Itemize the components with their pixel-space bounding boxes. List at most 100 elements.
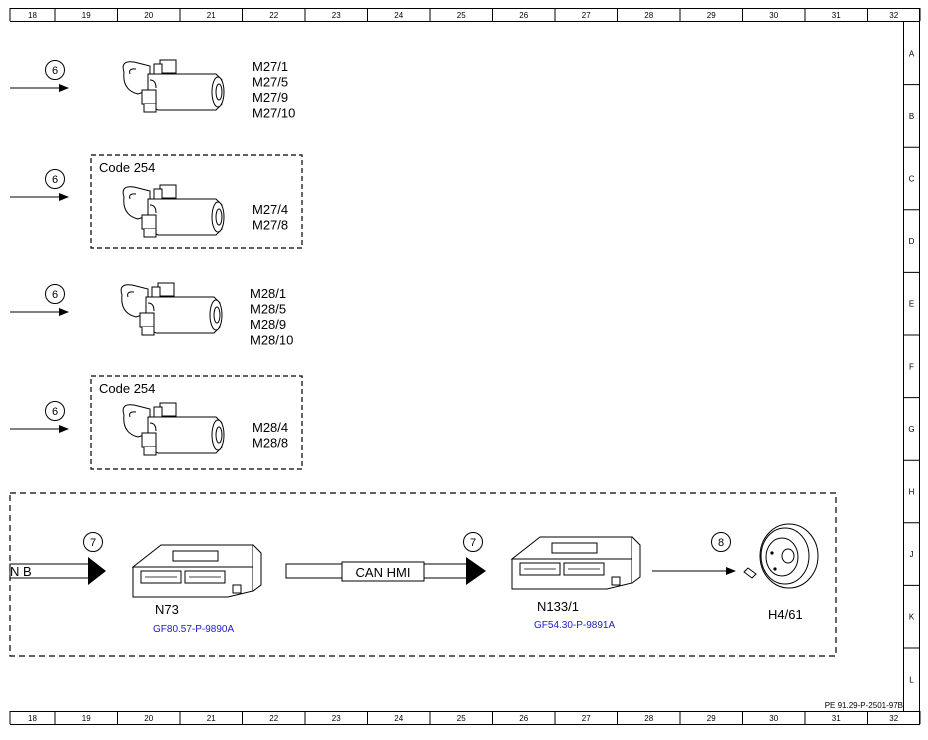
module-n133-1-ref-link[interactable]: GF54.30-P-9891A [534,620,615,631]
column-number-bottom: 27 [582,714,591,723]
control-unit-icon [131,544,262,598]
callout-number: 6 [52,65,58,77]
callout-left-bus: 7 [83,532,103,552]
ruler-ticks [9,8,921,724]
column-number-top: 28 [644,11,653,20]
callout-number: 6 [52,174,58,186]
row-letter: G [908,425,914,434]
column-number-top: 22 [269,11,278,20]
component-label: M27/4 [252,202,288,217]
component-label: M28/8 [252,436,288,451]
module-n73-ref-link[interactable]: GF80.57-P-9890A [153,624,234,635]
callout-number: 6 [52,406,58,418]
bottom-ruler [10,711,920,725]
top-ruler [10,8,920,22]
motor-icon [122,59,225,113]
can-hmi-bus: CAN HMI [285,557,486,585]
motor-icon [120,282,223,336]
component-label: M27/8 [252,218,288,233]
component-label: M27/10 [252,106,295,121]
right-ruler [903,8,920,725]
row-letter: F [909,362,914,371]
column-number-top: 19 [82,11,91,20]
can-section-box [9,492,837,657]
row-letter: L [909,675,914,684]
motor-icon [122,402,225,456]
callout: 6 [45,169,65,189]
module-n133-1-name: N133/1 [537,599,579,614]
row-letter: J [910,550,914,559]
column-number-bottom: 30 [769,714,778,723]
control-unit-icon [510,536,641,590]
column-number-top: 31 [832,11,841,20]
row-letter: A [909,49,915,58]
column-number-top: 32 [889,11,898,20]
column-number-bottom: 19 [82,714,91,723]
column-number-bottom: 23 [332,714,341,723]
column-number-bottom: 21 [207,714,216,723]
column-number-bottom: 26 [519,714,528,723]
column-number-bottom: 29 [707,714,716,723]
option-code-label: Code 254 [99,381,155,396]
column-number-bottom: 18 [28,714,37,723]
row-letter: K [909,613,915,622]
callout-number: 6 [52,289,58,301]
row-letter: D [909,237,915,246]
column-number-bottom: 22 [269,714,278,723]
column-number-bottom: 31 [832,714,841,723]
speaker-icon [743,523,819,589]
row-letter: E [909,300,914,309]
speaker-h4-61: H4/61 [743,523,819,622]
callout: 6 [45,284,65,304]
callout-number: 7 [90,537,96,549]
column-number-bottom: 24 [394,714,403,723]
callout-number: 8 [718,537,724,549]
column-number-top: 24 [394,11,403,20]
component-label: M28/1 [250,286,286,301]
row-letter: C [909,175,915,184]
row-letter: H [909,488,915,497]
column-number-top: 26 [519,11,528,20]
column-number-top: 25 [457,11,466,20]
can-section: N B 7 N73 GF80.57-P-9890A [9,492,837,657]
module-n73: N73 GF80.57-P-9890A [131,544,262,635]
column-number-bottom: 32 [889,714,898,723]
component-label: M28/9 [250,317,286,332]
callout: 6 [45,401,65,421]
can-hmi-label: CAN HMI [356,565,411,580]
speaker-name: H4/61 [768,607,803,622]
callout-speaker: 8 [711,532,731,552]
document-code: PE 91.29-P-2501-97B [825,701,903,710]
module-n133-1: N133/1 GF54.30-P-9891A [510,536,641,631]
column-number-bottom: 25 [457,714,466,723]
left-bus: N B [9,557,106,585]
callout: 6 [45,60,65,80]
option-code-box [90,375,303,470]
component-label: M28/5 [250,302,286,317]
component-label: M28/4 [252,420,288,435]
callout-can-hmi: 7 [463,532,483,552]
option-code-label: Code 254 [99,160,155,175]
column-number-bottom: 28 [644,714,653,723]
option-code-box [90,154,303,249]
callout-number: 7 [470,537,476,549]
component-label: M28/10 [250,333,293,348]
component-label: M27/9 [252,90,288,105]
component-label: M27/5 [252,75,288,90]
column-number-bottom: 20 [144,714,153,723]
row-letter: B [909,112,914,121]
column-number-top: 18 [28,11,37,20]
column-number-top: 30 [769,11,778,20]
module-n73-name: N73 [155,602,179,617]
column-number-top: 29 [707,11,716,20]
ruler-labels: 1818191920202121222223232424252526262727… [28,11,915,723]
column-number-top: 23 [332,11,341,20]
column-number-top: 27 [582,11,591,20]
column-number-top: 21 [207,11,216,20]
